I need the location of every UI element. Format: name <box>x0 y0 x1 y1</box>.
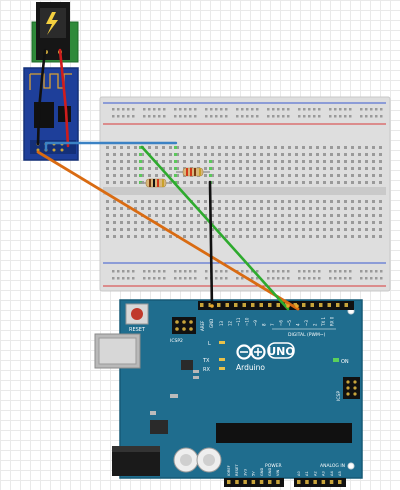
digital-pin-label: 4 <box>296 323 301 326</box>
digital-pin-label: RX 0 <box>330 316 335 326</box>
breadboard-center-channel <box>103 187 386 195</box>
gnd-label: GND <box>209 319 214 328</box>
power-pin-label: RESET <box>235 464 239 476</box>
analog-pin-label: A2 <box>313 471 317 476</box>
icsp2-header <box>172 317 196 334</box>
wire-red <box>58 48 70 148</box>
analog-pin-label: A0 <box>297 471 301 476</box>
infinity-logo-icon <box>236 344 266 360</box>
digital-pin-label: ~3 <box>304 320 309 326</box>
analog-pin-labels: A0 A1 A2 A3 A4 A5 <box>297 471 342 476</box>
brand-label: Arduino <box>236 363 265 372</box>
led-on-label: ON <box>341 359 349 365</box>
power-pin-labels: IOREF RESET 3V3 5V GND GND VIN <box>227 464 280 476</box>
wire-blue <box>44 141 178 152</box>
power-pin-label: GND <box>268 468 272 476</box>
wires <box>36 48 300 311</box>
power-label: POWER <box>265 463 282 469</box>
esp-module-icon <box>23 67 79 161</box>
power-pin-label: 3V3 <box>243 469 247 476</box>
resistor-icon <box>176 167 210 177</box>
analog-pin-label: A4 <box>330 471 334 476</box>
dc-jack-icon <box>31 2 79 63</box>
icsp2-label: ICSP2 <box>170 338 183 344</box>
digital-pin-label: 13 <box>219 320 224 326</box>
capacitor-icon <box>173 447 199 473</box>
reset-button-icon[interactable] <box>125 303 149 325</box>
power-pin-label: 5V <box>252 471 256 476</box>
model-label: UNO <box>267 345 295 358</box>
power-jack-icon <box>112 446 160 476</box>
power-pin-label: IOREF <box>227 465 231 476</box>
led-rx-label: RX <box>203 367 210 373</box>
digital-header <box>198 301 354 310</box>
reset-label: RESET <box>129 327 146 333</box>
analog-pin-label: A3 <box>322 471 326 476</box>
wire-black-jack <box>36 48 47 146</box>
digital-pin-label: ~11 <box>236 317 241 326</box>
power-pin-label: GND <box>260 468 264 476</box>
digital-label: DIGITAL (PWM~) <box>288 332 326 338</box>
led-tx-label: TX <box>202 358 210 364</box>
analog-pin-label: A5 <box>338 471 342 476</box>
wire-black-gnd <box>208 180 214 310</box>
usb-port-icon <box>94 333 141 369</box>
digital-pin-label: ~6 <box>279 320 284 326</box>
digital-pin-label: 12 <box>228 320 233 326</box>
power-pin-label: VIN <box>276 469 280 476</box>
analog-header <box>294 478 346 487</box>
resistor-icon <box>140 178 172 188</box>
digital-pin-label: ~5 <box>287 320 292 326</box>
breadboard-bottom-rail-holes <box>112 270 383 280</box>
digital-pin-label: TX 1 <box>321 317 326 327</box>
wire-orange <box>36 150 300 311</box>
wire-endpoints <box>210 304 299 308</box>
wire-green <box>140 145 290 311</box>
capacitor-icon <box>196 447 222 473</box>
digital-pin-label: ~10 <box>245 317 250 326</box>
breadboard <box>99 96 391 292</box>
aref-label: AREF <box>200 320 205 331</box>
bottom-header-pins <box>227 480 342 484</box>
digital-pin-label: 8 <box>262 323 267 326</box>
digital-pin-label: 7 <box>270 323 275 326</box>
led-l-label: L <box>208 341 211 347</box>
microcontroller-chip <box>216 423 352 443</box>
digital-pin-label: 2 <box>313 323 318 326</box>
icsp-label: ICSP <box>336 391 342 401</box>
icsp-header <box>343 377 360 399</box>
breadboard-top-rail-holes <box>112 108 383 118</box>
digital-pin-label: ~9 <box>253 320 258 326</box>
analog-pin-label: A1 <box>305 471 309 476</box>
analog-label: ANALOG IN <box>320 463 345 469</box>
